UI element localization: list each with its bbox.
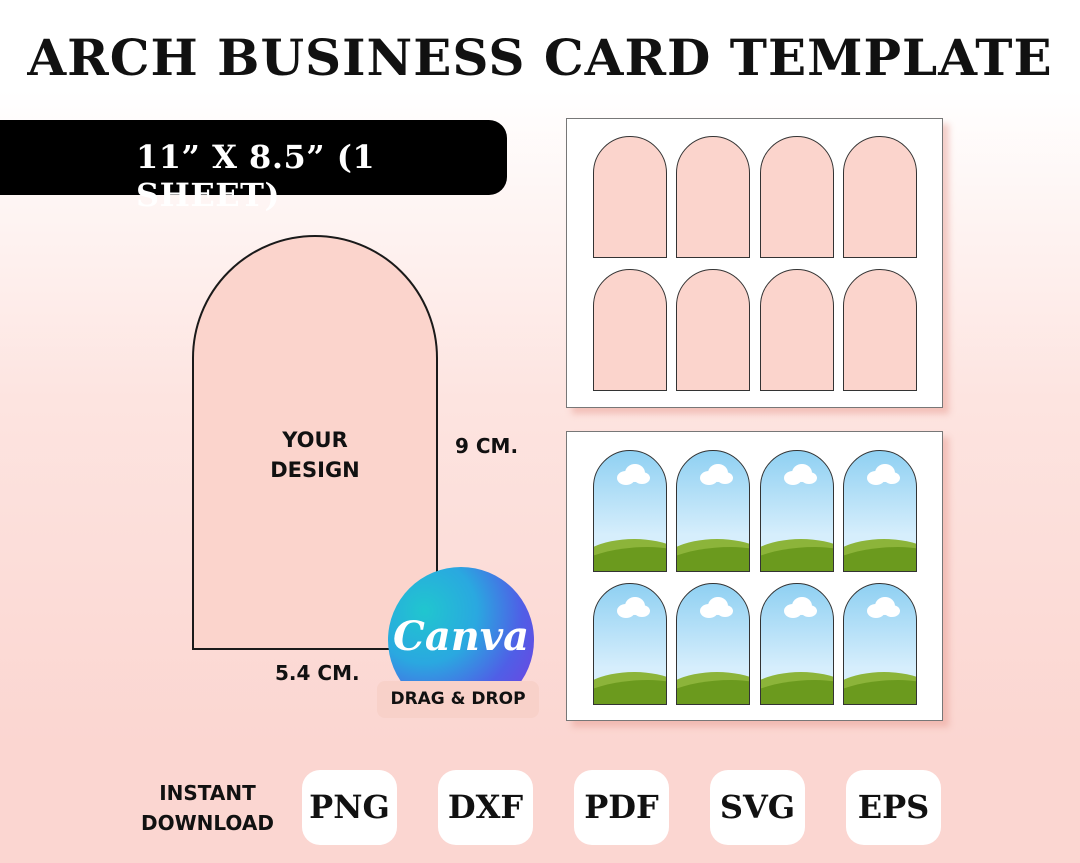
arch-card-preview: YOUR DESIGN [192, 235, 438, 650]
canva-logo-text: Canva [393, 613, 529, 660]
blank-arch-card [593, 269, 667, 391]
format-badge-dxf: DXF [438, 770, 533, 845]
design-line-2: DESIGN [270, 458, 360, 482]
landscape-arch-card [843, 450, 917, 572]
landscape-arch-card [760, 583, 834, 705]
cloud-icon [784, 464, 817, 485]
width-dimension-label: 5.4 CM. [275, 661, 360, 685]
landscape-arch-card [843, 583, 917, 705]
cloud-icon [867, 464, 900, 485]
page-title: ARCH BUSINESS CARD TEMPLATE [27, 28, 1053, 87]
instant-line-1: INSTANT [159, 781, 256, 805]
landscape-arch-card [676, 583, 750, 705]
design-line-1: YOUR [282, 428, 348, 452]
format-badge-png: PNG [302, 770, 397, 845]
blank-arch-card [676, 136, 750, 258]
blank-sheet-preview [566, 118, 943, 408]
format-badge-pdf: PDF [574, 770, 669, 845]
landscape-arch-card [593, 450, 667, 572]
instant-line-2: DOWNLOAD [141, 811, 274, 835]
blank-arch-card [760, 136, 834, 258]
blank-arch-card [593, 136, 667, 258]
landscape-arch-card [593, 583, 667, 705]
instant-download-label: INSTANT DOWNLOAD [125, 778, 290, 838]
cloud-icon [617, 464, 650, 485]
cloud-icon [700, 464, 733, 485]
landscape-arch-card [760, 450, 834, 572]
designed-sheet-preview [566, 431, 943, 721]
cloud-icon [784, 597, 817, 618]
format-badge-svg: SVG [710, 770, 805, 845]
height-dimension-label: 9 CM. [455, 434, 519, 458]
format-badge-eps: EPS [846, 770, 941, 845]
blank-arch-card [676, 269, 750, 391]
size-label: 11” X 8.5” (1 SHEET) [136, 138, 376, 214]
cloud-icon [700, 597, 733, 618]
cloud-icon [617, 597, 650, 618]
drag-drop-badge: DRAG & DROP [377, 681, 539, 718]
size-banner: 11” X 8.5” (1 SHEET) [0, 120, 507, 214]
landscape-arch-card [676, 450, 750, 572]
cloud-icon [867, 597, 900, 618]
blank-arch-card [843, 269, 917, 391]
design-placeholder: YOUR DESIGN [194, 425, 436, 485]
blank-arch-card [843, 136, 917, 258]
blank-arch-card [760, 269, 834, 391]
